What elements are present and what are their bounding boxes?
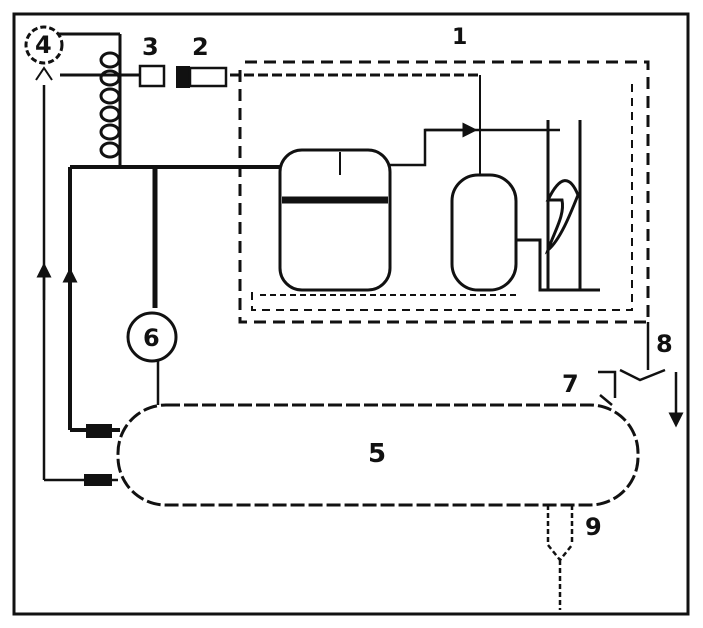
vessel-b bbox=[450, 173, 518, 292]
feed-line bbox=[68, 165, 280, 432]
label-3: 3 bbox=[142, 33, 159, 61]
label-4: 4 bbox=[35, 31, 52, 59]
label-1: 1 bbox=[452, 25, 467, 50]
component-4-circle bbox=[24, 25, 64, 81]
component-8-outlet bbox=[619, 322, 684, 428]
vessel-a bbox=[278, 148, 392, 292]
vessel-connection bbox=[390, 122, 560, 167]
unit-1-enclosure bbox=[238, 60, 650, 324]
component-9-drain bbox=[546, 505, 574, 610]
tank-5 bbox=[116, 403, 640, 507]
component-6-pump bbox=[126, 311, 178, 363]
label-6: 6 bbox=[143, 324, 160, 352]
label-7: 7 bbox=[562, 370, 579, 398]
component-2-valve bbox=[176, 66, 228, 88]
fan-device bbox=[516, 120, 600, 292]
top-pipe bbox=[55, 32, 481, 175]
label-5: 5 bbox=[368, 439, 386, 469]
component-7-valve bbox=[598, 370, 617, 406]
label-8: 8 bbox=[656, 330, 673, 358]
outer-frame bbox=[12, 12, 690, 616]
label-9: 9 bbox=[585, 513, 602, 541]
inlet-connector-upper bbox=[86, 424, 112, 438]
coil bbox=[99, 51, 122, 165]
label-2: 2 bbox=[192, 33, 209, 61]
inlet-connector-lower bbox=[84, 474, 112, 486]
component-3-box bbox=[138, 64, 166, 88]
